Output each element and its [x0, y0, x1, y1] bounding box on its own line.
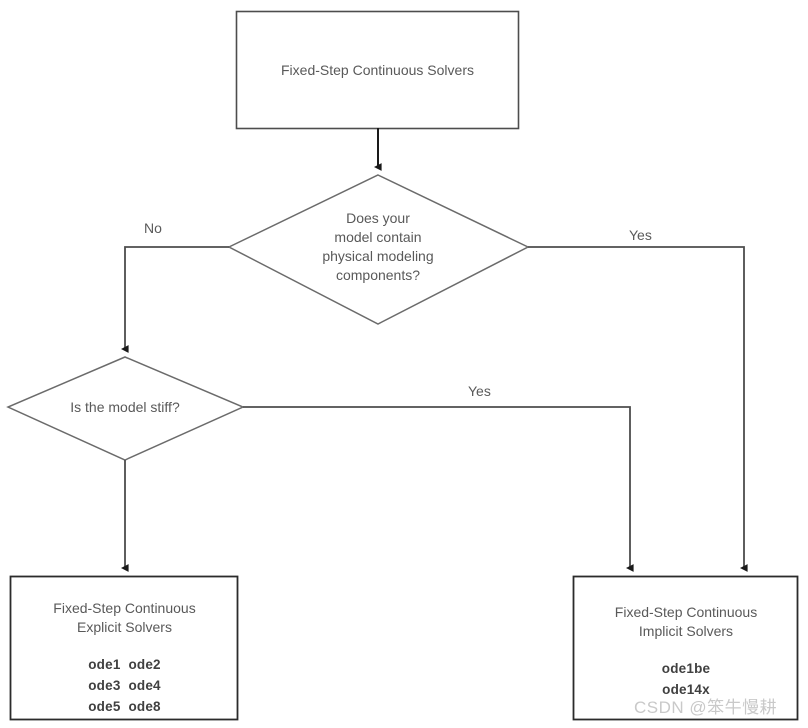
edge-stiff-yes [243, 406, 634, 572]
edge-physical-no [120, 246, 229, 353]
edge-physical-yes [528, 246, 748, 572]
implicit-box-shape[interactable] [572, 575, 799, 721]
edge-label-physical-yes: Yes [629, 227, 652, 243]
decision-physical-shape[interactable] [227, 174, 530, 325]
explicit-box-shape[interactable] [9, 575, 239, 721]
decision-stiff-shape[interactable] [6, 356, 245, 461]
edge-label-physical-no: No [144, 220, 162, 236]
edge-label-stiff-yes: Yes [468, 383, 491, 399]
start-box-shape[interactable] [235, 10, 520, 130]
csdn-watermark: CSDN @笨牛慢耕 [634, 698, 778, 717]
